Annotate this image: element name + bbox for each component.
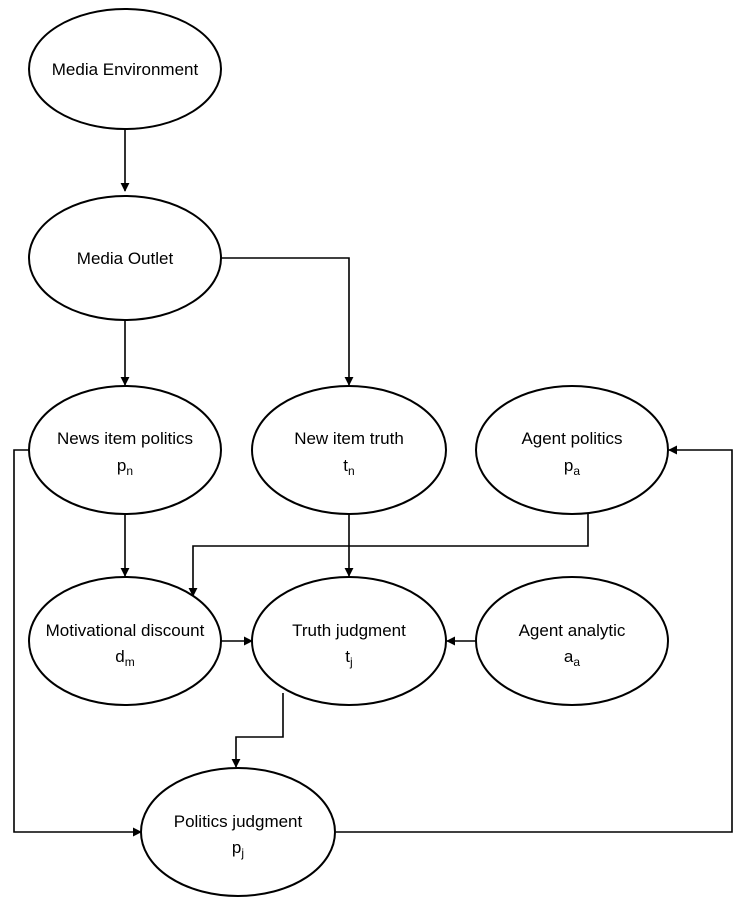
node-agent-analytic-symbol-base: a [564, 647, 574, 666]
node-media-outlet: Media Outlet [28, 195, 222, 321]
node-motivational-discount-symbol-base: d [115, 647, 124, 666]
node-agent-politics: Agent politics pa [475, 385, 669, 515]
node-truth-judgment-symbol: tj [345, 647, 352, 669]
node-media-outlet-shape [28, 195, 222, 321]
node-new-item-truth-label: New item truth [294, 429, 404, 448]
node-new-item-truth-shape [251, 385, 447, 515]
node-agent-politics-symbol: pa [564, 456, 580, 478]
edge-agent-politics-to-motivational-discount [188, 514, 589, 597]
node-media-outlet-label: Media Outlet [77, 249, 174, 268]
node-truth-judgment: Truth judgment tj [251, 576, 447, 706]
node-new-item-truth: New item truth tn [251, 385, 447, 515]
edge-truth-judgment-to-politics-judgment [231, 693, 284, 768]
node-news-item-politics-symbol: pn [117, 456, 133, 478]
node-agent-analytic: Agent analytic aa [475, 576, 669, 706]
node-politics-judgment-symbol-base: p [232, 838, 241, 857]
node-media-environment-label: Media Environment [52, 60, 199, 79]
node-news-item-politics-label: News item politics [57, 429, 193, 448]
node-media-environment-shape [28, 8, 222, 130]
edge-news-item-politics-to-politics-judgment [13, 449, 142, 837]
edge-media-outlet-to-new-item-truth [221, 257, 354, 386]
node-politics-judgment: Politics judgment pj [140, 767, 336, 897]
node-news-item-politics-shape [28, 385, 222, 515]
node-media-environment: Media Environment [28, 8, 222, 130]
node-politics-judgment-symbol-subscript: j [240, 846, 244, 860]
node-motivational-discount-label: Motivational discount [46, 621, 205, 640]
node-motivational-discount-symbol-subscript: m [125, 655, 135, 669]
edges [13, 129, 733, 837]
node-new-item-truth-symbol-base: t [343, 456, 348, 475]
node-agent-politics-symbol-subscript: a [573, 464, 580, 478]
node-news-item-politics-symbol-subscript: n [126, 464, 133, 478]
node-truth-judgment-symbol-subscript: j [349, 655, 353, 669]
node-truth-judgment-symbol-base: t [345, 647, 350, 666]
node-agent-analytic-symbol: aa [564, 647, 580, 669]
node-politics-judgment-shape [140, 767, 336, 897]
node-politics-judgment-symbol: pj [232, 838, 244, 860]
node-agent-analytic-label: Agent analytic [519, 621, 626, 640]
node-truth-judgment-shape [251, 576, 447, 706]
node-motivational-discount-shape [28, 576, 222, 706]
node-agent-politics-label: Agent politics [521, 429, 622, 448]
node-truth-judgment-label: Truth judgment [292, 621, 406, 640]
node-news-item-politics-symbol-base: p [117, 456, 126, 475]
node-new-item-truth-symbol: tn [343, 456, 354, 478]
node-agent-politics-symbol-base: p [564, 456, 573, 475]
node-agent-analytic-shape [475, 576, 669, 706]
node-motivational-discount-symbol: dm [115, 647, 134, 669]
node-agent-analytic-symbol-subscript: a [573, 655, 580, 669]
edge-politics-judgment-to-agent-politics [336, 445, 733, 833]
node-motivational-discount: Motivational discount dm [28, 576, 222, 706]
node-new-item-truth-symbol-subscript: n [348, 464, 355, 478]
node-news-item-politics: News item politics pn [28, 385, 222, 515]
node-agent-politics-shape [475, 385, 669, 515]
node-politics-judgment-label: Politics judgment [174, 812, 303, 831]
